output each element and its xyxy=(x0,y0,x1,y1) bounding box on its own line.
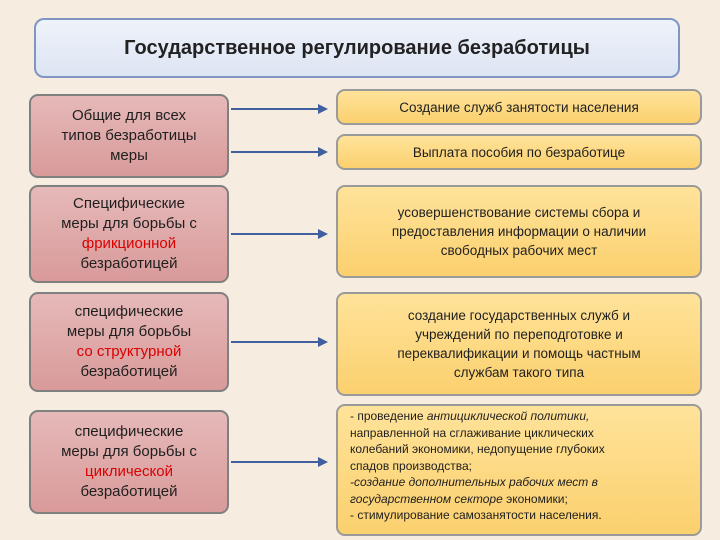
box-employment-services: Создание служб занятости населения xyxy=(336,89,702,125)
box-cyclical-measures: специфические меры для борьбы с цикличес… xyxy=(29,410,229,514)
text: Создание служб занятости населения xyxy=(399,99,639,115)
line: специфические xyxy=(74,423,184,440)
line: переквалификации и помощь частным xyxy=(397,346,641,361)
box-frictional-measures: Специфические меры для борьбы с фрикцион… xyxy=(29,185,229,283)
line: Специфические xyxy=(73,195,185,212)
highlight-frictional: фрикционной xyxy=(81,235,177,252)
line: типов безработицы xyxy=(61,127,197,144)
line: меры xyxy=(110,147,148,164)
box-general-measures: Общие для всех типов безработицы меры xyxy=(29,94,229,178)
line: -создание дополнительных рабочих мест в xyxy=(350,475,598,489)
line: усовершенствование системы сбора и xyxy=(397,205,641,220)
line: службам такого типа xyxy=(453,365,585,380)
line: предоставления информации о наличии xyxy=(391,224,647,239)
box-structural-solution: создание государственных служб и учрежде… xyxy=(336,292,702,396)
line: безработицей xyxy=(80,483,178,500)
line: безработицей xyxy=(80,363,178,380)
line: меры для борьбы с xyxy=(61,443,197,460)
title-text: Государственное регулирование безработиц… xyxy=(124,36,590,59)
box-structural-measures: специфические меры для борьбы со структу… xyxy=(29,292,229,392)
highlight-cyclical: циклической xyxy=(85,463,173,480)
line: меры для борьбы с xyxy=(61,215,197,232)
line: безработицей xyxy=(80,255,178,272)
box-frictional-solution: усовершенствование системы сбора и предо… xyxy=(336,185,702,278)
diagram-title: Государственное регулирование безработиц… xyxy=(34,18,680,78)
box-unemployment-benefit: Выплата пособия по безработице xyxy=(336,134,702,170)
line: колебаний экономики, недопущение глубоки… xyxy=(350,442,605,456)
line: свободных рабочих мест xyxy=(440,243,598,258)
line: создание государственных служб и xyxy=(407,308,631,323)
line: государственном секторе экономики; xyxy=(350,491,568,506)
line: учреждений по переподготовке и xyxy=(415,327,623,342)
text: Выплата пособия по безработице xyxy=(412,144,626,160)
box-cyclical-solution: - проведение антициклической политики, н… xyxy=(336,404,702,536)
highlight-structural: со структурной xyxy=(76,343,182,360)
line: направленной на сглаживание циклических xyxy=(350,425,594,440)
line: меры для борьбы xyxy=(66,323,192,340)
line: Общие для всех xyxy=(71,107,187,124)
line: специфические xyxy=(74,303,184,320)
line: - проведение антициклической политики, xyxy=(350,409,590,423)
line: - стимулирование самозанятости населения… xyxy=(350,508,602,522)
line: спадов производства; xyxy=(350,458,473,473)
